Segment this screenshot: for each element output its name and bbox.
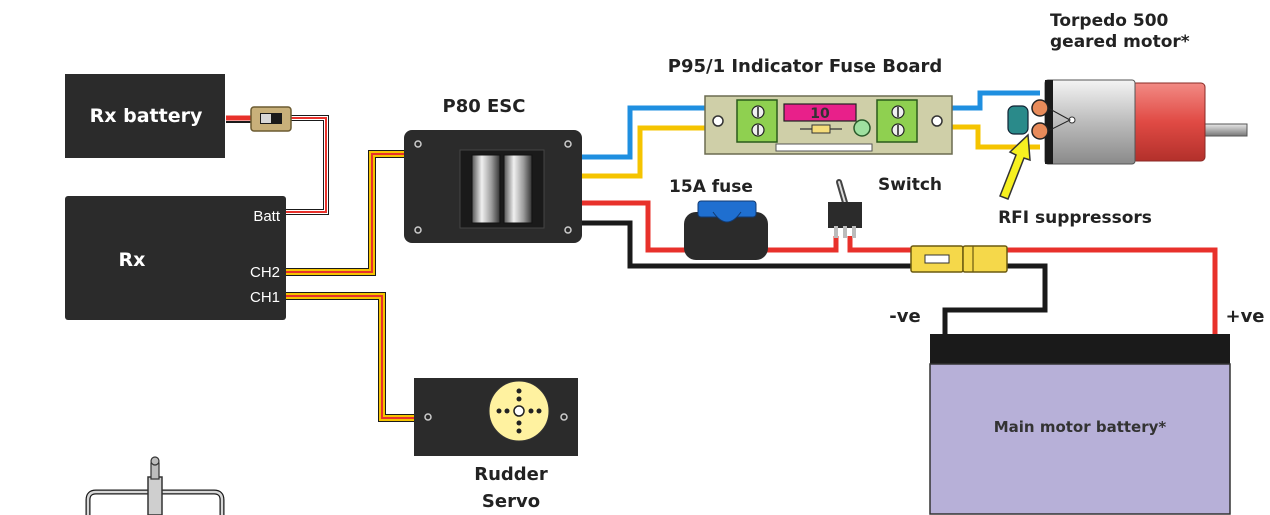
terminal-block-right [876,99,918,143]
wire-red-fuse-switch [765,236,839,253]
esc [404,130,582,243]
wire-yellow-esc [582,125,705,179]
motor-terminal-top [1031,99,1049,117]
wires [226,90,1218,422]
fuse-15a-label: 15A fuse [669,177,753,197]
rfi-arrow [999,133,1031,200]
servo-label-line1: Rudder [474,464,548,485]
transmitter-antenna [85,456,225,515]
servo-label-line2: Servo [482,491,540,512]
receiver-label: Rx [119,249,146,271]
main-motor-battery: Main motor battery* [929,334,1231,515]
fuse-board-title: P95/1 Indicator Fuse Board [668,56,943,77]
rfi-label: RFI suppressors [998,208,1152,228]
blade-fuse-value: 10 [810,106,830,122]
motor-title-line1: Torpedo 500 [1050,11,1169,31]
rfi-suppressor-capacitor [1007,105,1029,135]
ch1-port-label: CH1 [250,289,280,306]
main-battery-label: Main motor battery* [994,418,1167,436]
battery-connector [910,245,1008,273]
wire-yellow-motor [952,124,1040,150]
esc-title: P80 ESC [443,96,526,117]
torpedo-motor [1007,79,1248,165]
rudder-servo [414,378,578,456]
motor-terminal-bottom [1031,122,1049,140]
esc-heatsink-left [471,154,501,224]
toggle-switch [828,179,862,238]
wire-blue-esc [582,105,705,160]
rx-battery: Rx battery [65,74,225,158]
indicator-fuse-board: 10 [704,95,953,155]
wire-blue-motor [952,90,1040,111]
rx-battery-label: Rx battery [90,105,203,127]
rx-battery-lead [226,115,329,215]
esc-signal-lead [286,150,405,276]
batt-port-label: Batt [253,208,281,225]
blade-fuse: 10 [783,103,857,122]
resistor [800,124,842,134]
ch2-port-label: CH2 [250,264,280,281]
rx-battery-switch [250,106,292,132]
positive-terminal-label: +ve [1225,306,1264,327]
motor-title-line2: geared motor* [1050,32,1190,52]
switch-label: Switch [878,175,942,195]
esc-heatsink-right [503,154,533,224]
terminal-block-left [736,99,778,143]
servo-lead [286,292,414,422]
wire-red-switch-battery [847,236,1218,338]
inline-fuse-15a [684,200,768,260]
negative-terminal-label: -ve [889,306,920,327]
receiver: Rx Batt CH2 CH1 [65,196,286,320]
wire-red-esc [582,200,690,253]
wire-black-esc-battery [582,220,1048,338]
indicator-led [853,119,871,137]
